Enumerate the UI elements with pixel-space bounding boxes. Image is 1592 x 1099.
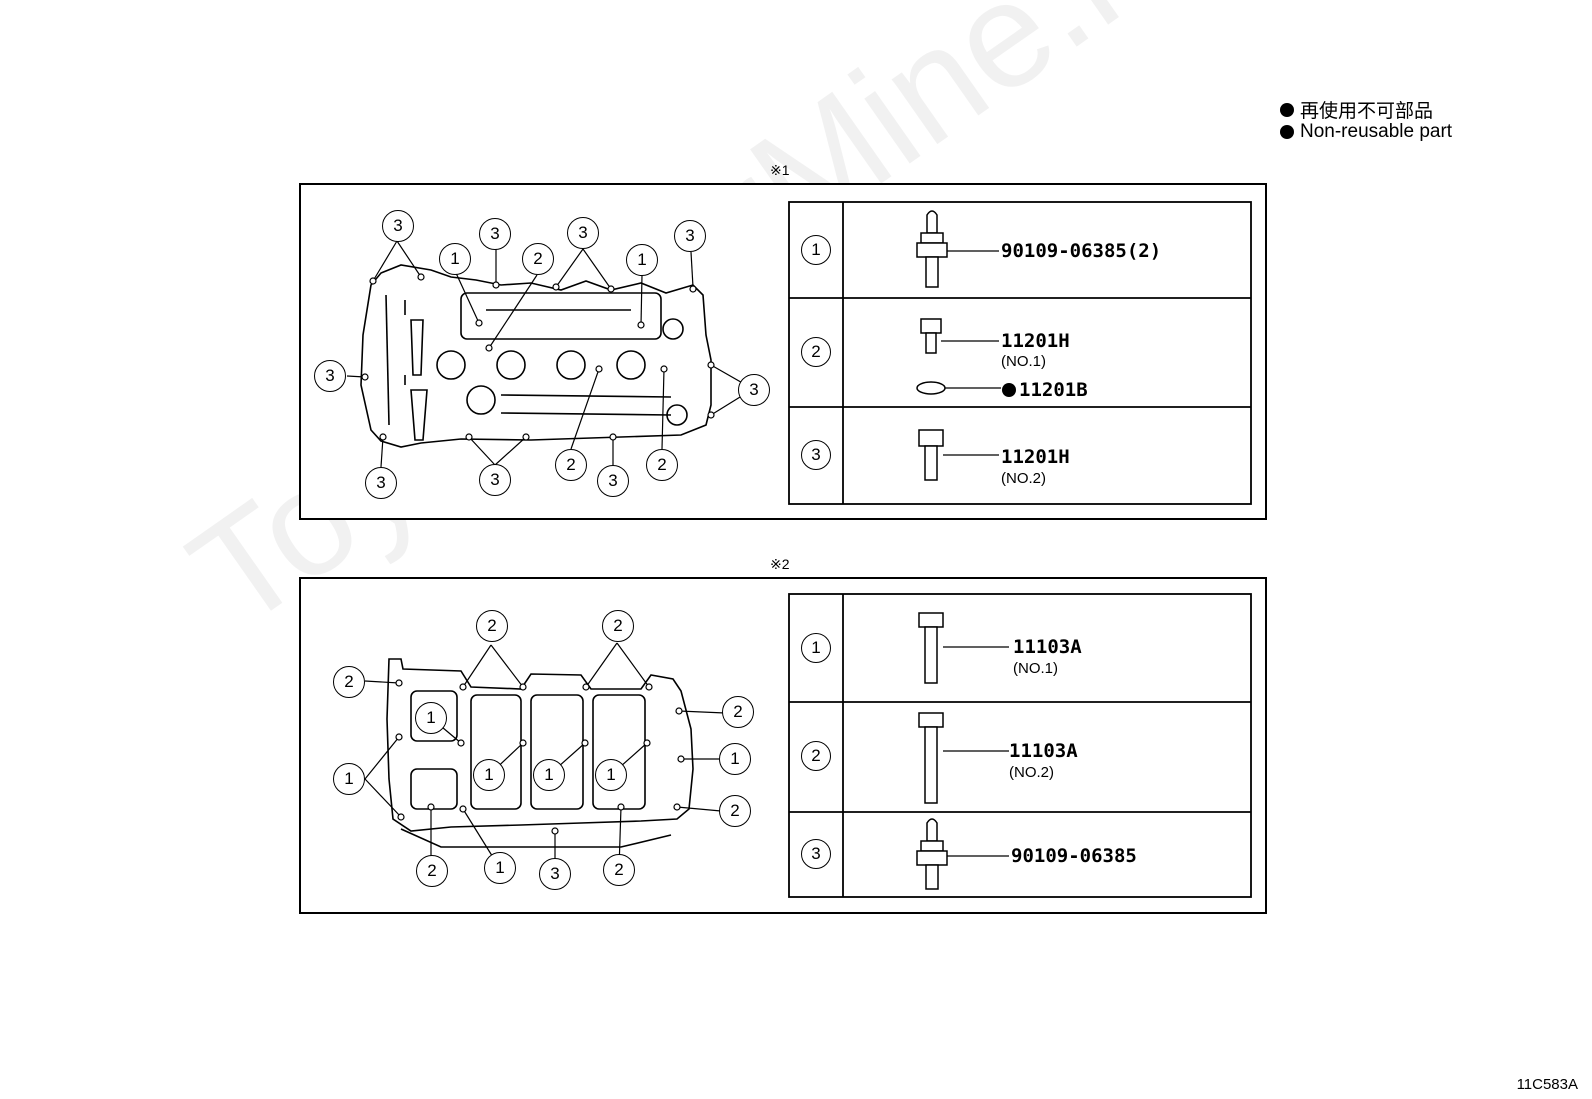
- part-number: 11103A: [1013, 636, 1082, 658]
- callout: 3: [539, 858, 571, 890]
- row-number: 1: [801, 633, 831, 663]
- callout: 1: [415, 702, 447, 734]
- callout: 2: [722, 696, 754, 728]
- part-sub-label: (NO.2): [1009, 764, 1054, 781]
- legend-item-en: Non-reusable part: [1280, 121, 1452, 143]
- row-number: 2: [801, 337, 831, 367]
- part-number: 11201H: [1001, 330, 1070, 352]
- bolt-icons: [916, 612, 948, 890]
- bullet-icon: [1280, 102, 1294, 117]
- part-number: 11103A: [1009, 740, 1078, 762]
- callout: 2: [603, 854, 635, 886]
- callout: 3: [314, 360, 346, 392]
- part-number: 11201B: [1019, 379, 1088, 401]
- bullet-icon: [1280, 125, 1294, 139]
- row-number: 3: [801, 440, 831, 470]
- diagram1-panel: 1 2 3 90109-06385(2) 11201H (NO.1) 11201…: [299, 183, 1267, 520]
- part-sub-label: (NO.1): [1001, 353, 1046, 370]
- callout: 1: [719, 743, 751, 775]
- bolt-icons: [916, 210, 948, 481]
- callout: 2: [555, 449, 587, 481]
- row-number: 1: [801, 235, 831, 265]
- legend-label: 再使用不可部品: [1300, 101, 1434, 122]
- part-sub-label: (NO.2): [1001, 470, 1046, 487]
- callout: 2: [646, 449, 678, 481]
- callout: 1: [626, 244, 658, 276]
- callout: 2: [522, 243, 554, 275]
- legend-label: Non-reusable part: [1300, 121, 1453, 142]
- callout: 1: [473, 759, 505, 791]
- part-number: 11201H: [1001, 446, 1070, 468]
- diagram2-marker: ※2: [770, 556, 790, 572]
- callout: 2: [602, 610, 634, 642]
- callout: 1: [533, 759, 565, 791]
- cylinder-head-cover-drawing: [346, 201, 1252, 505]
- callout: 2: [416, 855, 448, 887]
- diagram2-panel: 1 2 3 11103A (NO.1) 11103A (NO.2) 90109-…: [299, 577, 1267, 914]
- callout: 1: [333, 763, 365, 795]
- callout: 3: [479, 464, 511, 496]
- callout: 2: [333, 666, 365, 698]
- callout: 3: [365, 467, 397, 499]
- row-number: 3: [801, 839, 831, 869]
- callout: 3: [567, 217, 599, 249]
- callout: 3: [597, 465, 629, 497]
- callout: 1: [484, 852, 516, 884]
- part-number: 90109-06385(2): [1001, 240, 1162, 262]
- callout: 3: [382, 210, 414, 242]
- camshaft-housing-drawing: [364, 593, 1252, 898]
- callout: 2: [719, 795, 751, 827]
- callout: 1: [595, 759, 627, 791]
- diagram1-marker: ※1: [770, 162, 790, 178]
- row-number: 2: [801, 741, 831, 771]
- callout: 2: [476, 610, 508, 642]
- callout: 3: [674, 220, 706, 252]
- part-number: 90109-06385: [1011, 845, 1137, 867]
- part-sub-label: (NO.1): [1013, 660, 1058, 677]
- callout: 1: [439, 243, 471, 275]
- callout: 3: [479, 218, 511, 250]
- legend-item-jp: 再使用不可部品: [1280, 96, 1433, 123]
- callout: 3: [738, 374, 770, 406]
- image-code: 11C583A: [1516, 1076, 1578, 1093]
